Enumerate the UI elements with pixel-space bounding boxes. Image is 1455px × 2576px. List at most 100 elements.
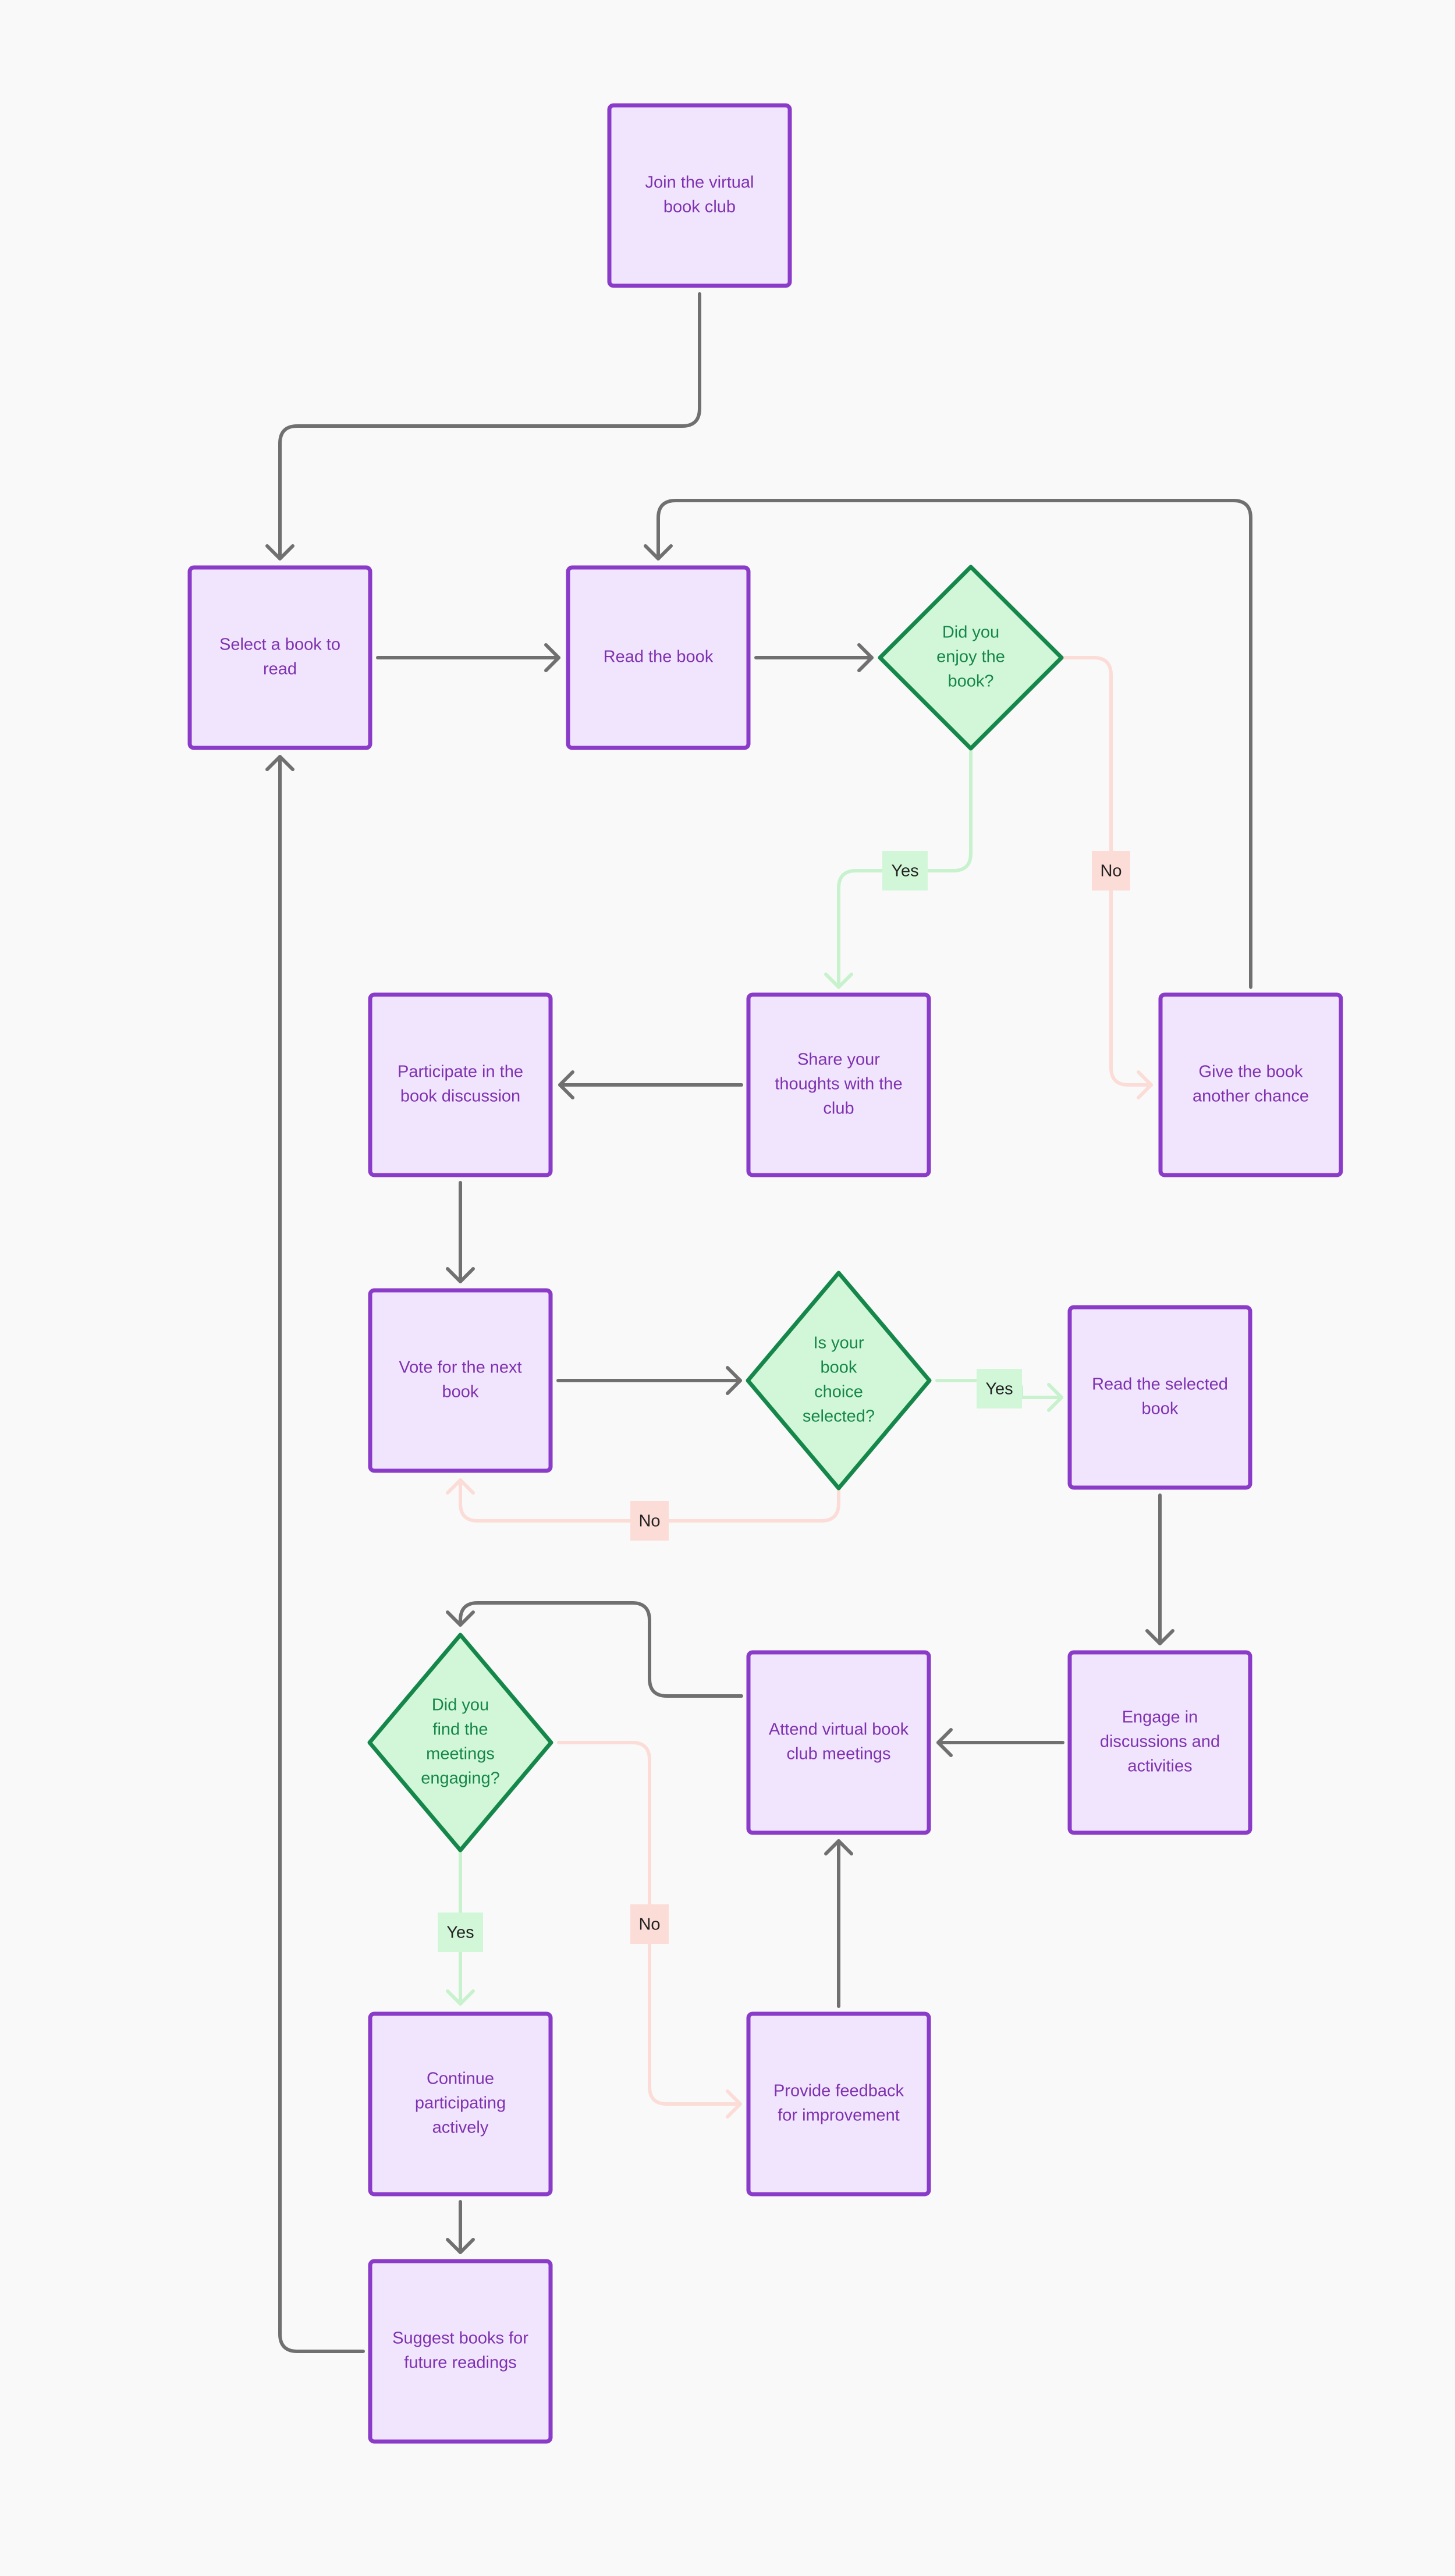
node-label-line: Participate in the (398, 1063, 523, 1081)
node-label-line: Read the selected (1092, 1375, 1228, 1394)
arrowhead-icon (644, 544, 673, 560)
node-label-line: for improvement (778, 2106, 900, 2125)
edge-line (278, 292, 701, 560)
arrowhead-icon (446, 1267, 475, 1283)
node-label-line: read (263, 660, 297, 679)
edge-suggest-to-select (265, 755, 365, 2353)
arrowhead-icon (544, 643, 560, 672)
arrowhead-icon (726, 2089, 742, 2119)
node-label-line: Did you (942, 623, 999, 642)
edge-chance-to-read (644, 499, 1252, 989)
node-label-line: Share your (797, 1051, 880, 1069)
node-label-line: actively (432, 2119, 489, 2137)
node-label-line: Select a book to (219, 636, 340, 654)
process-box (746, 992, 931, 1177)
node-label-line: club meetings (787, 1745, 891, 1764)
edge-vote-to-choice (556, 1366, 742, 1395)
edge-line (459, 1601, 743, 1698)
arrowhead-icon (824, 973, 853, 989)
node-label-line: book (442, 1383, 479, 1401)
arrowhead-icon (446, 1478, 475, 1495)
arrowhead-icon (936, 1728, 953, 1757)
process-box (566, 565, 751, 750)
node-label-line: find the (432, 1720, 488, 1739)
arrowhead-icon (446, 1610, 475, 1627)
process-box (368, 2259, 553, 2444)
edge-label-text: Yes (446, 1924, 474, 1942)
arrowhead-icon (1137, 1070, 1153, 1099)
edge-label-no: No (630, 1501, 669, 1541)
node-label-line: book (1142, 1400, 1179, 1418)
arrowhead-icon (446, 1989, 475, 2006)
process-box (368, 1288, 553, 1473)
node-label-line: selected? (803, 1407, 875, 1426)
node-label-line: Read the book (604, 648, 714, 666)
arrowhead-icon (446, 2238, 475, 2254)
arrowhead-icon (824, 1839, 853, 1855)
process-node-readsel[interactable]: Read the selected book (1067, 1305, 1252, 1490)
edge-attend-to-meetings (446, 1601, 743, 1698)
process-box (1067, 1650, 1252, 1835)
edge-label-yes: Yes (882, 851, 928, 890)
decision-node-choice[interactable]: Is your book choice selected? (746, 1271, 932, 1491)
decision-diamond (746, 1271, 932, 1491)
node-label-line: book (821, 1358, 857, 1377)
process-node-read[interactable]: Read the book (566, 565, 751, 750)
edge-line (278, 755, 365, 2353)
node-label-line: activities (1127, 1757, 1192, 1776)
process-box (1067, 1305, 1252, 1490)
node-label-line: Join the virtual (645, 173, 754, 192)
node-label-line: book? (947, 672, 993, 691)
process-box (187, 565, 372, 750)
node-label-line: thoughts with the (775, 1075, 902, 1094)
edge-label-background (438, 1913, 483, 1952)
process-box (746, 1650, 931, 1835)
process-box (1158, 992, 1343, 1177)
edge-line (656, 499, 1252, 989)
arrowhead-icon (265, 755, 294, 771)
edge-label-text: No (638, 1915, 660, 1934)
edge-label-text: No (638, 1512, 660, 1531)
node-label-line: meetings (426, 1745, 495, 1764)
node-label-line: choice (814, 1383, 863, 1401)
edge-label-no: No (1092, 851, 1130, 890)
node-label-line: Suggest books for (392, 2329, 528, 2348)
node-label-line: Did you (432, 1696, 489, 1715)
decision-diamond (878, 565, 1064, 751)
node-label-line: book discussion (400, 1087, 520, 1106)
arrowhead-icon (1047, 1383, 1063, 1412)
arrowhead-icon (857, 643, 874, 672)
process-box (746, 2011, 931, 2197)
arrowhead-icon (726, 1366, 742, 1395)
node-label-line: discussions and (1100, 1733, 1220, 1751)
edge-feedback-to-attend (824, 1839, 853, 2008)
process-node-select[interactable]: Select a book to read (187, 565, 372, 750)
edge-readsel-to-engage (1145, 1493, 1174, 1645)
node-label-line: Is your (813, 1334, 864, 1353)
edge-label-background (882, 851, 928, 890)
edge-label-background (1092, 851, 1130, 890)
edge-share-to-participate (558, 1070, 743, 1099)
process-box (607, 103, 792, 288)
process-node-participate[interactable]: Participate in the book discussion (368, 992, 553, 1177)
edge-engage-to-attend (936, 1728, 1064, 1757)
edge-label-text: No (1100, 862, 1122, 881)
edge-label-background (630, 1501, 669, 1541)
arrowhead-icon (1145, 1629, 1174, 1645)
edge-label-no: No (630, 1904, 669, 1944)
